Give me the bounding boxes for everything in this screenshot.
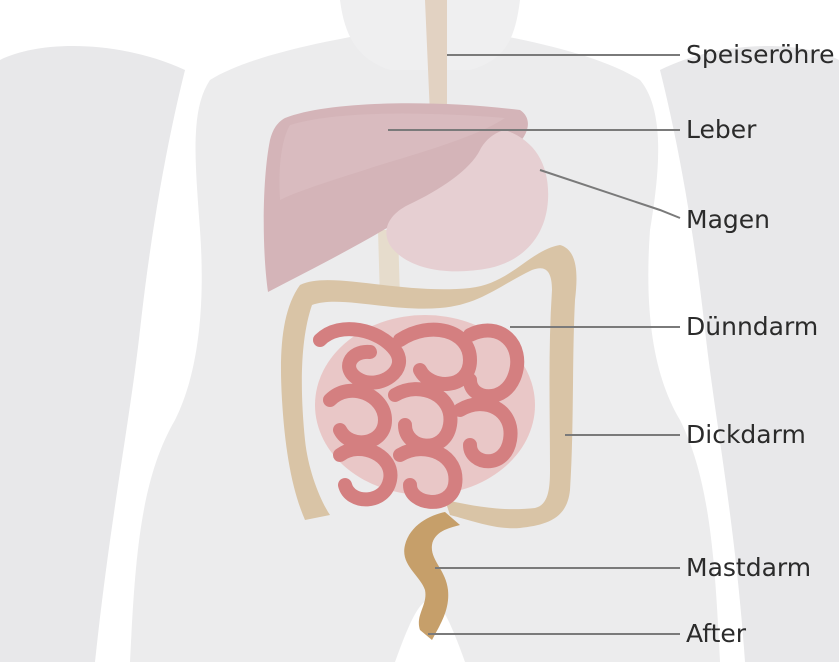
label-leber: Leber — [686, 117, 756, 142]
label-speiseroehre: Speiseröhre — [686, 42, 834, 67]
label-dickdarm: Dickdarm — [686, 422, 806, 447]
label-magen: Magen — [686, 207, 770, 232]
label-duenndarm: Dünndarm — [686, 314, 818, 339]
label-after: After — [686, 621, 746, 646]
label-mastdarm: Mastdarm — [686, 555, 811, 580]
